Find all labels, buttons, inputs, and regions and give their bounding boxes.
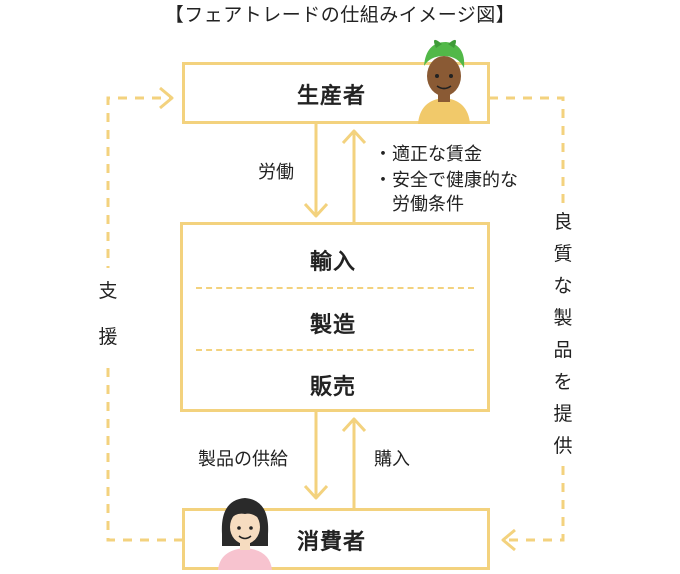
process-manufacture-label: 製造 <box>310 313 357 338</box>
quality-loop-arrowhead <box>501 528 516 552</box>
consumer-label: 消費者 <box>297 530 367 555</box>
producer-label: 生産者 <box>297 84 367 109</box>
process-import-label: 輸入 <box>310 250 357 275</box>
quality-vertical-label: 良質な製品を提供 <box>551 206 575 462</box>
wage-arrowhead <box>341 129 367 145</box>
supply-arrowhead <box>303 484 329 500</box>
labor-arrowhead <box>303 202 329 218</box>
support-loop-arrowhead <box>159 86 174 110</box>
diagram-title: 【フェアトレードの仕組みイメージ図】 <box>164 4 516 26</box>
consumer-avatar-icon <box>218 498 272 570</box>
support-vertical-label: 支援 <box>96 268 120 360</box>
producer-avatar-icon <box>418 39 470 124</box>
process-sales-label: 販売 <box>310 375 357 400</box>
wage-line-2: ・安全で健康的な <box>374 170 518 191</box>
labor-label: 労働 <box>258 162 294 183</box>
purchase-arrowhead <box>341 417 367 433</box>
wage-line-1: ・適正な賃金 <box>374 144 482 165</box>
wage-line-3: 労働条件 <box>374 194 464 215</box>
process-box <box>180 222 490 412</box>
process-divider-2 <box>196 349 474 351</box>
purchase-label: 購入 <box>374 449 410 470</box>
process-divider-1 <box>196 287 474 289</box>
supply-label: 製品の供給 <box>198 449 288 470</box>
